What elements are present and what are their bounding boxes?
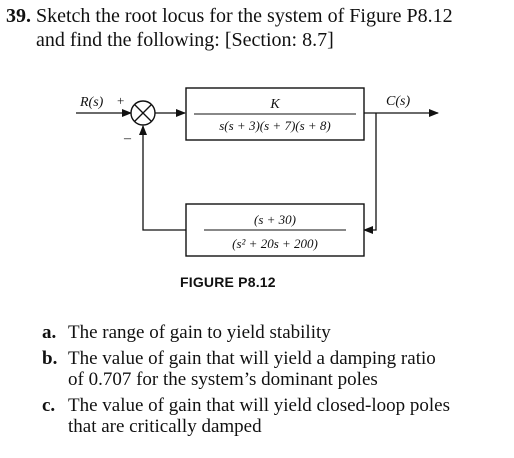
input-label: R(s) [79,95,104,110]
question-list: a. The range of gain to yield stability … [32,322,510,442]
question-letter: a. [42,322,57,343]
forward-denominator: s(s + 3)(s + 7)(s + 8) [219,118,331,133]
question-letter: b. [42,348,58,369]
question-item-b: b. The value of gain that will yield a d… [32,348,510,390]
problem-statement-line-2: and find the following: [Section: 8.7] [36,29,334,51]
feedback-transfer-block: (s + 30) (s² + 20s + 200) [185,203,365,257]
figure-caption: FIGURE P8.12 [180,274,276,290]
question-item-c: c. The value of gain that will yield clo… [32,395,510,437]
forward-transfer-block: K s(s + 3)(s + 7)(s + 8) [185,87,365,141]
feedback-takeoff-line [363,113,377,234]
summing-plus-sign: + [117,93,124,108]
problem-line-2: and find the following: [Section: 8.7] [6,28,510,52]
feedback-return-line [139,125,186,231]
problem-statement: 39. Sketch the root locus for the system… [6,4,510,52]
question-text-line: The value of gain that will yield a damp… [68,348,436,369]
question-letter: c. [42,395,56,416]
question-text: The range of gain to yield stability [68,322,510,343]
feedback-numerator: (s + 30) [254,212,296,227]
output-label: C(s) [386,94,410,109]
problem-number: 39. [6,5,31,27]
forward-numerator: K [269,97,280,112]
feedback-denominator: (s² + 20s + 200) [232,236,318,251]
question-text-line: of 0.707 for the system’s dominant poles [68,369,378,390]
problem-line-1: 39. Sketch the root locus for the system… [6,4,510,28]
question-text: The value of gain that will yield closed… [68,395,510,437]
problem-statement-line-1: Sketch the root locus for the system of … [36,5,453,27]
summing-minus-sign: – [123,131,132,146]
question-item-a: a. The range of gain to yield stability [32,322,510,343]
question-text-line: The value of gain that will yield closed… [68,395,451,416]
block-diagram: R(s) + – K s(s + 3)(s + 7)(s + 8) C(s) (… [76,87,439,257]
question-text-line: The range of gain to yield stability [68,322,331,343]
question-text: The value of gain that will yield a damp… [68,348,510,390]
question-text-line: that are critically damped [68,416,262,437]
summing-junction [130,100,156,126]
